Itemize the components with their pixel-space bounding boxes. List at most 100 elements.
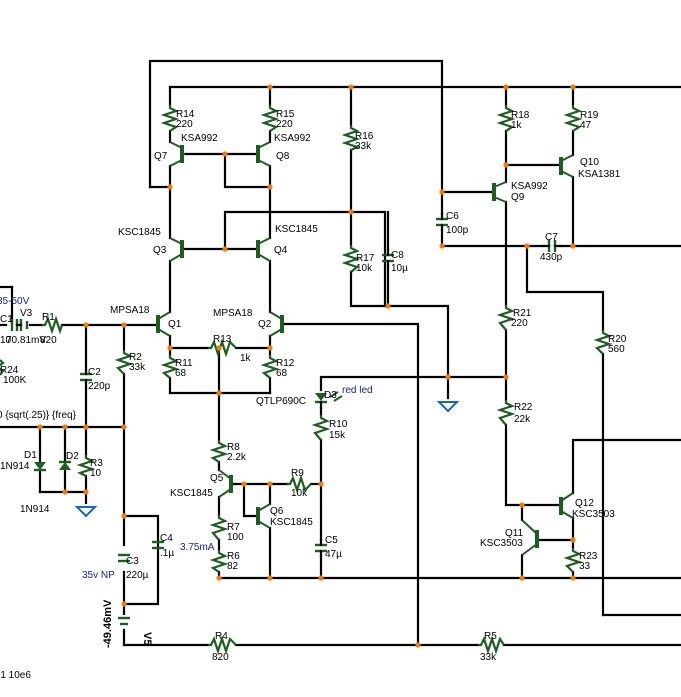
label-r18-value: 1k — [511, 120, 523, 131]
label-q8-ref: Q8 — [276, 151, 290, 162]
label-r17-ref: R17 — [356, 253, 375, 264]
label-r15-ref: R15 — [276, 109, 295, 120]
label-r3-ref: R3 — [90, 458, 103, 469]
resistor-r21 — [496, 305, 516, 331]
label-c1-ref: C1 — [0, 314, 13, 325]
label-r12-value: 68 — [276, 368, 288, 379]
label-r9-value: 10k — [291, 488, 308, 499]
resistor-r6 — [209, 550, 229, 573]
transistors — [156, 141, 574, 556]
label-r24-value: 100K — [3, 375, 27, 386]
sources — [15, 319, 130, 626]
label-r18-ref: R18 — [511, 110, 530, 121]
label-d1-part: 1N914 — [0, 461, 30, 472]
resistor-r16 — [341, 125, 361, 151]
label-current: 3.75mA — [180, 542, 215, 553]
capacitor-c7 — [542, 240, 562, 252]
label-r16-ref: R16 — [355, 131, 374, 142]
transistor-q4 — [256, 237, 271, 262]
resistor-r15 — [260, 105, 280, 132]
diode-d1 — [34, 462, 46, 472]
resistor-r2 — [114, 350, 134, 375]
label-c7-value: 430p — [540, 252, 563, 263]
label-q12-ref: Q12 — [575, 498, 594, 509]
label-r11-ref: R11 — [175, 358, 193, 369]
label-c8-value: 10µ — [391, 263, 408, 274]
resistor-r7 — [209, 515, 229, 541]
label-r24-ref: R24 — [0, 365, 19, 376]
resistor-r20 — [593, 330, 613, 355]
label-source-expr: 0 {sqrt(.25)} {freq} — [0, 410, 77, 421]
transistor-q7 — [169, 141, 185, 167]
voltage-source-v3 — [15, 319, 29, 331]
transistor-q11 — [521, 519, 539, 556]
resistor-r17 — [341, 245, 361, 273]
label-r13-ref: R13 — [213, 334, 232, 345]
transistor-q2 — [269, 311, 284, 337]
grounds — [74, 401, 460, 518]
label-cap-note: 35v NP — [82, 570, 115, 581]
label-c4-ref: C4 — [160, 533, 173, 544]
capacitor-c3 — [118, 553, 130, 563]
label-r9-ref: R9 — [291, 468, 304, 479]
ground-icon — [436, 401, 460, 413]
label-r22-value: 22k — [514, 414, 531, 425]
resistor-r23 — [563, 548, 583, 573]
labels: R14 220 R15 220 KSA992 Q7 KSA992 Q8 R16 … — [0, 109, 627, 681]
label-r6-ref: R6 — [227, 551, 240, 562]
label-v3-value: 70.81mV — [6, 335, 46, 346]
label-q2-ref: Q2 — [258, 319, 272, 330]
transistor-q3 — [169, 237, 184, 262]
resistor-r14 — [160, 105, 180, 132]
label-r15-value: 220 — [276, 119, 293, 130]
label-q11-ref: Q11 — [505, 528, 524, 539]
label-c8-ref: C8 — [391, 250, 404, 261]
label-q9-ref: Q9 — [511, 192, 525, 203]
label-r14-ref: R14 — [176, 109, 195, 120]
transistor-q5 — [218, 469, 233, 498]
label-r13-value: 1k — [240, 353, 252, 364]
label-q12-part: KSC3503 — [572, 509, 615, 520]
label-r19-value: 47 — [580, 120, 592, 131]
label-q4-ref: Q4 — [274, 245, 288, 256]
label-q3-part: KSC1845 — [118, 227, 161, 238]
label-r10-ref: R10 — [329, 419, 348, 430]
label-q2-part: MPSA18 — [213, 308, 253, 319]
label-r1-value: 820 — [40, 335, 57, 346]
label-r21-ref: R21 — [513, 308, 532, 319]
label-sim-cmd: 0 1 10e6 — [0, 670, 31, 681]
resistor-r5 — [478, 635, 505, 655]
label-q7-part: KSA992 — [181, 133, 218, 144]
resistor-r3 — [76, 455, 96, 477]
label-q4-part: KSC1845 — [275, 224, 318, 235]
label-supply: 35-50V — [0, 296, 30, 307]
resistor-r11 — [160, 355, 180, 379]
label-r3-value: 10 — [90, 468, 102, 479]
label-d3-ref: D3 — [324, 390, 337, 401]
capacitor-c2 — [80, 368, 92, 390]
label-q6-part: KSC1845 — [270, 517, 313, 528]
label-r8-ref: R8 — [227, 442, 240, 453]
label-d2-part: 1N914 — [20, 504, 50, 515]
label-q3-ref: Q3 — [153, 245, 167, 256]
label-q10-ref: Q10 — [580, 157, 599, 168]
ground-icon — [74, 506, 98, 518]
label-d2-ref: D2 — [66, 451, 79, 462]
label-q1-part: MPSA18 — [110, 305, 150, 316]
label-r10-value: 15k — [329, 430, 346, 441]
label-c6-value: 100p — [446, 225, 469, 236]
label-r5-ref: R5 — [484, 631, 497, 642]
label-c5-ref: C5 — [325, 535, 338, 546]
capacitor-c5 — [315, 538, 327, 558]
label-v5-value: -49.46mV — [102, 599, 114, 648]
label-v5-ref: V5 — [141, 632, 153, 645]
label-d3-part: red led — [342, 385, 373, 396]
label-c2-value: 220p — [88, 381, 111, 392]
label-q10-part: KSA1381 — [578, 169, 621, 180]
label-c3-ref: C3 — [126, 556, 139, 567]
label-r17-value: 10k — [356, 263, 373, 274]
capacitor-c8 — [382, 248, 394, 268]
resistor-r10 — [311, 415, 331, 441]
label-c2-ref: C2 — [88, 367, 101, 378]
label-r22-ref: R22 — [514, 402, 533, 413]
